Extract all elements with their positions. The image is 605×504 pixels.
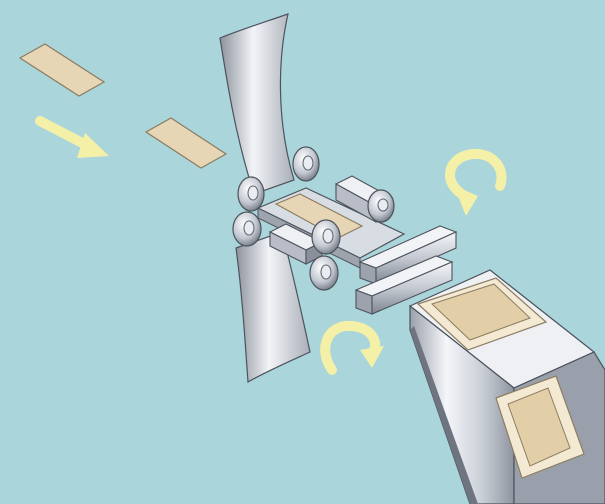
card-incoming-1 [20, 44, 104, 96]
roller-top-left [238, 177, 264, 211]
card-incoming-2 [146, 118, 226, 168]
roller-top-right [293, 147, 319, 181]
roller-mid-center [312, 220, 340, 254]
roller-mid-left [233, 212, 261, 246]
flow-arrow-icon [40, 121, 109, 158]
rotation-arrow-icon [325, 326, 384, 370]
foil-sheet-upper [220, 14, 294, 194]
rotation-arrow-icon [450, 154, 502, 216]
roller-bottom [310, 256, 338, 290]
roller-back-right [368, 190, 394, 222]
